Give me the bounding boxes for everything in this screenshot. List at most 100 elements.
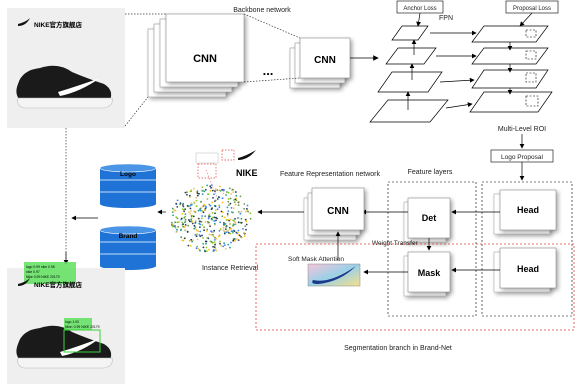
embedding-point — [199, 249, 201, 252]
embedding-point — [206, 250, 208, 253]
embedding-point — [231, 189, 233, 191]
embedding-point — [189, 245, 192, 247]
embedding-point — [200, 200, 202, 203]
embedding-point — [240, 217, 243, 220]
embedding-point — [216, 189, 219, 192]
embedding-point — [246, 209, 249, 212]
embedding-point — [191, 240, 194, 243]
embedding-point — [211, 189, 214, 192]
embedding-point — [189, 190, 192, 193]
embedding-point — [244, 218, 247, 221]
svg-text:Brand: Brand — [119, 233, 138, 240]
embedding-point — [175, 202, 178, 205]
embedding-point — [221, 197, 224, 200]
embedding-point — [172, 225, 175, 228]
embedding-point — [223, 242, 226, 245]
embedding-point — [192, 239, 195, 242]
embedding-point — [211, 212, 214, 214]
feature-arrows — [361, 209, 500, 275]
embedding-point — [235, 238, 238, 241]
embedding-point — [249, 212, 252, 215]
embedding-point — [219, 240, 221, 243]
embedding-point — [220, 244, 223, 247]
embedding-point — [237, 204, 240, 207]
embedding-point — [227, 198, 230, 200]
embedding-point — [209, 204, 212, 207]
embedding-point — [200, 209, 203, 212]
embedding-point — [224, 223, 227, 225]
embedding-point — [180, 217, 183, 220]
proposal-loss-box: Proposal Loss — [505, 0, 559, 14]
embedding-point — [170, 221, 173, 224]
embedding-point — [234, 223, 237, 226]
embedding-point — [183, 209, 185, 211]
embedding-point — [189, 213, 192, 215]
embedding-point — [225, 194, 228, 196]
embedding-point — [202, 243, 205, 245]
embedding-point — [232, 207, 235, 210]
embedding-point — [227, 232, 230, 234]
det-logo-text: logo 1.00 — [65, 320, 79, 324]
embedding-scatter — [168, 182, 254, 254]
embedding-point — [219, 190, 222, 192]
embedding-point — [234, 240, 237, 242]
brand-database: Brand — [99, 225, 157, 270]
embedding-point — [233, 199, 235, 201]
embedding-point — [205, 246, 208, 249]
fpn-label: FPN — [439, 15, 453, 22]
embedding-point — [183, 210, 186, 213]
embedding-point — [176, 199, 179, 202]
embedding-point — [219, 221, 222, 224]
embedding-point — [208, 203, 211, 206]
embedding-point — [238, 234, 241, 237]
embedding-point — [197, 247, 199, 250]
embedding-point — [201, 224, 204, 226]
embedding-point — [223, 232, 226, 235]
embedding-point — [217, 235, 220, 238]
embedding-point — [211, 242, 214, 244]
embedding-point — [218, 229, 221, 232]
embedding-point — [222, 226, 225, 229]
embedding-point — [186, 191, 188, 194]
embedding-point — [237, 238, 239, 241]
sneaker-image — [16, 65, 113, 109]
embedding-point — [229, 202, 232, 205]
embedding-point — [182, 223, 185, 226]
embedding-point — [212, 245, 215, 248]
embedding-point — [176, 228, 178, 231]
embedding-point — [204, 215, 207, 218]
embedding-point — [198, 192, 200, 195]
output-product-image: logo 0.99 nike 0.98 nike 0.97 Nike 0.99 … — [7, 262, 125, 384]
embedding-point — [187, 224, 190, 227]
embedding-point — [176, 221, 179, 224]
query-crops: NIKE — [195, 149, 258, 201]
mask-block: Mask — [403, 251, 451, 297]
feature-rep-label: Feature Representation network — [280, 171, 380, 178]
embedding-point — [190, 210, 192, 212]
fpn-arrows — [405, 12, 533, 110]
embedding-point — [175, 231, 178, 233]
embedding-point — [214, 199, 217, 202]
embedding-point — [210, 240, 213, 243]
embedding-point — [199, 208, 201, 211]
embedding-point — [212, 197, 214, 199]
embedding-point — [211, 218, 214, 221]
head-block-bottom: Head — [493, 247, 557, 293]
embedding-point — [210, 230, 212, 233]
embedding-point — [186, 204, 189, 207]
embedding-point — [186, 230, 189, 233]
embedding-point — [177, 225, 180, 228]
feature-rep-cnn: CNN — [303, 187, 365, 241]
embedding-point — [245, 223, 248, 226]
embedding-point — [172, 214, 175, 217]
embedding-point — [208, 248, 210, 251]
embedding-point — [212, 235, 215, 238]
embedding-point — [229, 218, 232, 221]
embedding-point — [181, 221, 184, 224]
embedding-point — [195, 199, 198, 202]
embedding-point — [245, 220, 248, 223]
embedding-point — [230, 193, 233, 195]
embedding-point — [189, 207, 192, 210]
embedding-point — [174, 226, 177, 229]
embedding-point — [216, 208, 219, 211]
